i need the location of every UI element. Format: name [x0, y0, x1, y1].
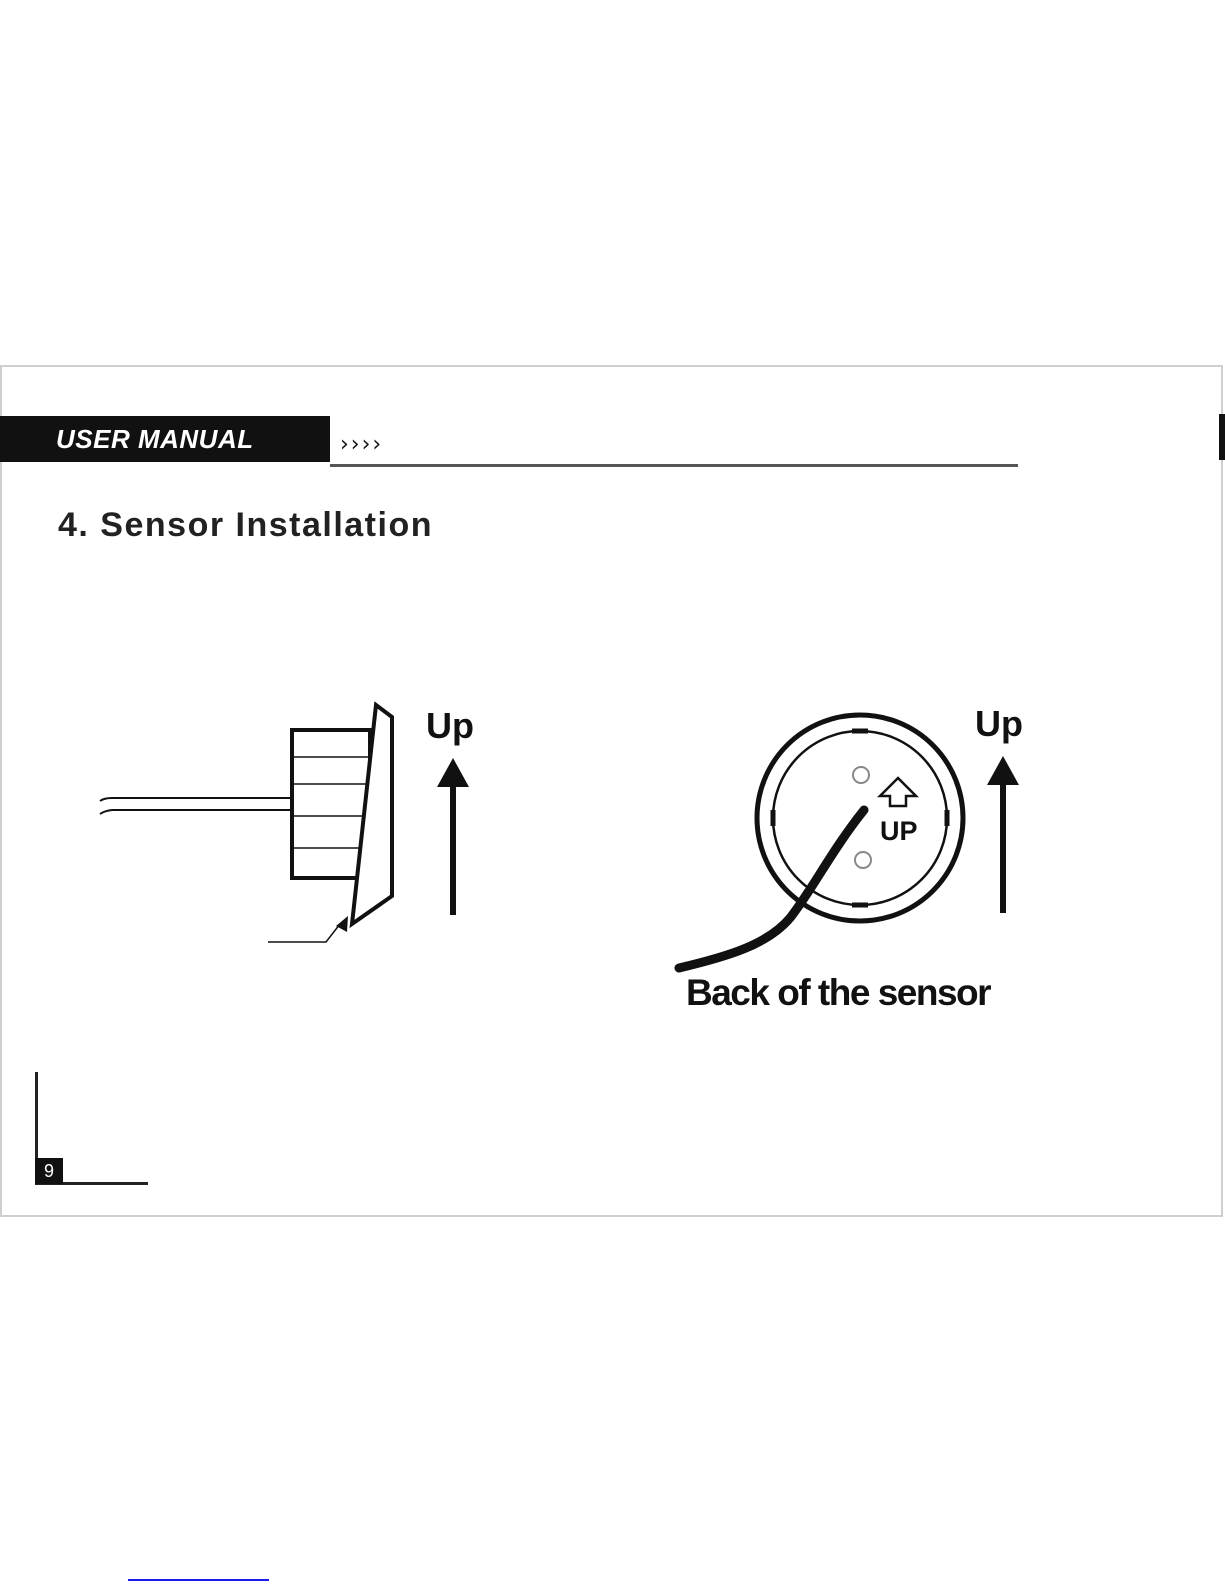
sensor-back-view: [679, 715, 963, 968]
up-arrow-right: Up: [975, 703, 1023, 913]
up-outline-arrow-icon: [880, 778, 916, 806]
pointer-arrowhead: [336, 916, 348, 932]
sensor-side-view: [100, 705, 392, 942]
mounting-hole-top: [853, 767, 869, 783]
up-badge-label: UP: [880, 816, 918, 846]
link-underline[interactable]: [128, 1579, 269, 1581]
installation-diagram: Up UP Up: [0, 0, 1225, 1100]
mounting-hole-bottom: [855, 852, 871, 868]
pointer-leader-line: [268, 924, 340, 942]
up-arrow-left: Up: [426, 705, 474, 915]
up-label-right: Up: [975, 703, 1023, 744]
page-number: 9: [35, 1158, 63, 1184]
sensor-cable: [100, 798, 294, 814]
back-of-sensor-caption: Back of the sensor: [686, 972, 990, 1014]
sensor-back-cable: [679, 810, 864, 968]
sensor-angled-face: [352, 705, 392, 924]
up-label-left: Up: [426, 705, 474, 746]
